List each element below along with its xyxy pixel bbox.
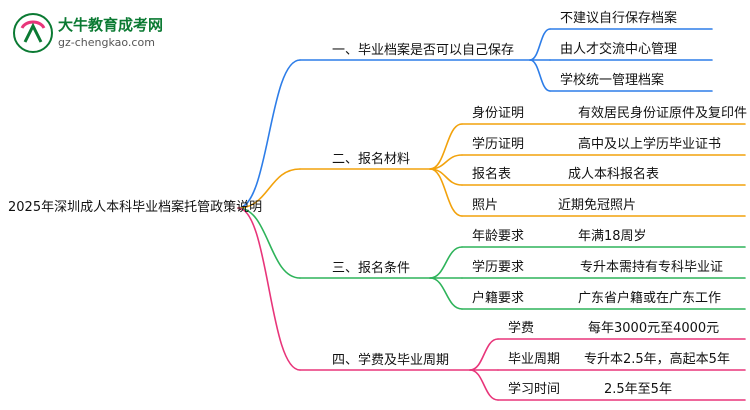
fee-detail-duration: 专升本2.5年，高起本5年	[584, 352, 730, 367]
material-detail-id: 有效居民身份证原件及复印件	[578, 106, 748, 121]
condition-label-education: 学历要求	[472, 260, 525, 275]
branch-fees-duration: 四、学费及毕业周期	[332, 353, 450, 368]
material-label-education: 学历证明	[472, 137, 525, 152]
connector-line	[429, 168, 463, 217]
condition-label-residence: 户籍要求	[472, 291, 525, 306]
ox-logo-icon	[13, 13, 53, 53]
archive-option-3: 学校统一管理档案	[560, 73, 665, 88]
fee-detail-study-time: 2.5年至5年	[604, 382, 672, 397]
connector-line	[237, 207, 301, 371]
fee-label-study-time: 学习时间	[508, 382, 561, 397]
condition-detail-age: 年满18周岁	[578, 229, 647, 244]
connector-line	[469, 369, 499, 401]
connector-line	[237, 59, 301, 209]
connector-line	[237, 168, 301, 209]
branch-archive-storage: 一、毕业档案是否可以自己保存	[332, 43, 515, 58]
material-label-form: 报名表	[472, 167, 512, 182]
material-label-id: 身份证明	[472, 106, 525, 121]
material-detail-form: 成人本科报名表	[568, 167, 660, 182]
material-detail-photo: 近期免冠照片	[558, 198, 637, 213]
logo-name: 大牛教育成考网	[58, 16, 164, 34]
branch-conditions: 三、报名条件	[332, 261, 411, 276]
connector-line	[469, 338, 499, 371]
connector-line	[529, 59, 551, 92]
condition-detail-education: 专升本需持有专科毕业证	[580, 260, 724, 275]
fee-label-duration: 毕业周期	[508, 352, 561, 367]
root-topic: 2025年深圳成人本科毕业档案托管政策说明	[8, 200, 263, 215]
site-logo: 大牛教育成考网 gz-chengkao.com	[12, 12, 222, 56]
material-label-photo: 照片	[472, 198, 499, 213]
fee-label-tuition: 学费	[508, 321, 535, 336]
material-detail-education: 高中及以上学历毕业证书	[578, 137, 722, 152]
archive-option-1: 不建议自行保存档案	[560, 11, 678, 26]
fee-detail-tuition: 每年3000元至4000元	[588, 321, 720, 336]
connector-line	[429, 123, 463, 170]
connector-line	[429, 277, 463, 310]
connector-line	[529, 28, 551, 61]
condition-detail-residence: 广东省户籍或在广东工作	[578, 291, 722, 306]
connector-line	[429, 246, 463, 279]
branch-materials: 二、报名材料	[332, 152, 411, 167]
connector-line	[237, 207, 301, 279]
condition-label-age: 年龄要求	[472, 229, 525, 244]
logo-domain: gz-chengkao.com	[58, 36, 155, 49]
archive-option-2: 由人才交流中心管理	[560, 42, 678, 57]
